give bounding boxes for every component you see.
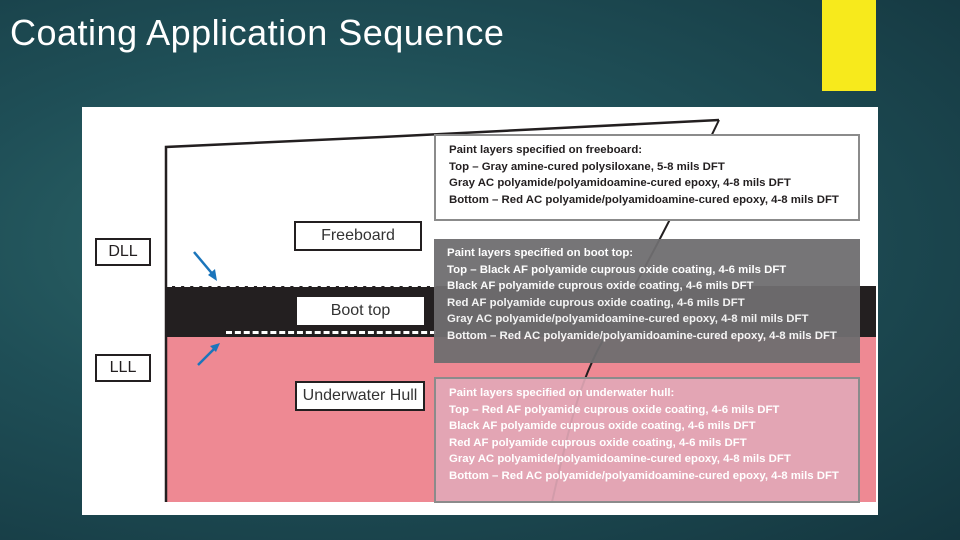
dll-dashed-line (166, 284, 436, 287)
hull-outline (164, 118, 720, 502)
underwater-hull-label: Underwater Hull (295, 381, 425, 411)
slide-title: Coating Application Sequence (10, 12, 505, 53)
freeboard-spec-box: Paint layers specified on freeboard: Top… (434, 134, 860, 221)
underwater-hull-spec-title: Paint layers specified on underwater hul… (449, 387, 675, 399)
freeboard-label: Freeboard (294, 221, 422, 251)
underwater-hull-spec-line: Top – Red AF polyamide cuprous oxide coa… (449, 403, 780, 416)
lll-arrow (197, 346, 217, 366)
boot-top-spec-line: Gray AC polyamide/polyamidoamine-cured e… (447, 313, 809, 325)
lll-arrowhead (210, 343, 220, 352)
underwater-hull-spec-line: Gray AC polyamide/polyamidoamine-cured e… (449, 453, 791, 465)
boot-top-label: Boot top (297, 297, 424, 325)
boot-top-spec-line: Top – Black AF polyamide cuprous oxide c… (447, 263, 787, 276)
freeboard-spec-title: Paint layers specified on freeboard: (449, 144, 643, 156)
dll-arrowhead (208, 269, 217, 281)
boot-top-spec-line: Bottom – Red AC polyamide/polyamidoamine… (447, 329, 837, 342)
boot-top-spec-box: Paint layers specified on boot top: Top … (434, 239, 860, 363)
lll-dashed-line (226, 331, 436, 334)
underwater-hull-spec-line: Black AF polyamide cuprous oxide coating… (449, 420, 756, 432)
freeboard-spec-line: Gray AC polyamide/polyamidoamine-cured e… (449, 177, 791, 189)
underwater-hull-spec-line: Red AF polyamide cuprous oxide coating, … (449, 436, 747, 449)
boot-top-spec-line: Black AF polyamide cuprous oxide coating… (447, 280, 754, 292)
boot-top-spec-title: Paint layers specified on boot top: (447, 247, 634, 259)
underwater-hull-spec-line: Bottom – Red AC polyamide/polyamidoamine… (449, 469, 839, 482)
accent-bar (822, 0, 876, 91)
freeboard-spec-line: Top – Gray amine-cured polysiloxane, 5-8… (449, 160, 725, 173)
dll-label: DLL (95, 238, 151, 266)
lll-label: LLL (95, 354, 151, 382)
underwater-hull-spec-box: Paint layers specified on underwater hul… (434, 377, 860, 503)
hull-diagram: DLL LLL Freeboard Boot top Underwater Hu… (82, 107, 878, 515)
freeboard-spec-line: Bottom – Red AC polyamide/polyamidoamine… (449, 193, 839, 206)
boot-top-spec-line: Red AF polyamide cuprous oxide coating, … (447, 296, 745, 309)
